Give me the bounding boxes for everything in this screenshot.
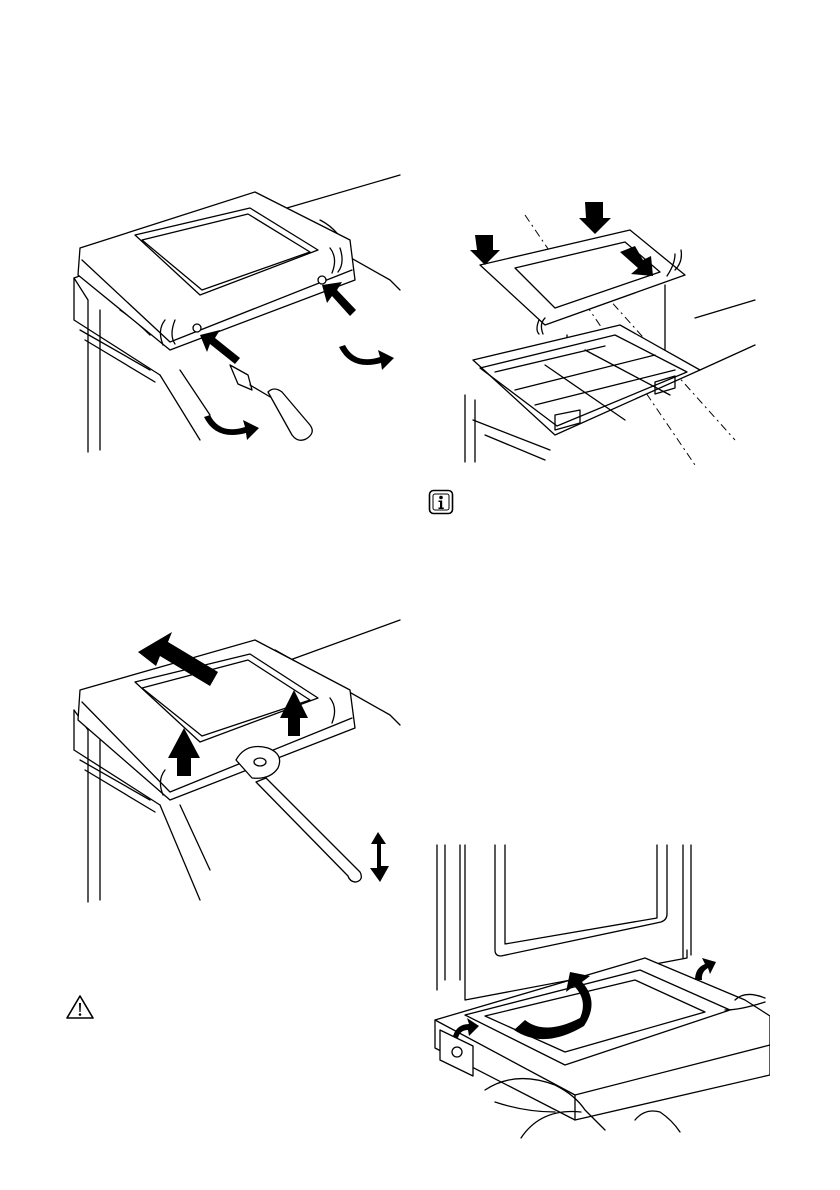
warning-icon	[65, 994, 95, 1020]
remove-drawer-illustration	[425, 840, 770, 1140]
figure-remove-door-screws	[60, 170, 410, 460]
lift-glass-illustration	[60, 610, 410, 910]
info-icon	[428, 489, 454, 515]
figure-remove-drawer	[425, 840, 770, 1140]
figure-lift-door-glass	[60, 610, 410, 910]
insert-glass-illustration	[455, 190, 765, 470]
figure-insert-door-glass	[455, 190, 765, 470]
door-screws-illustration	[60, 170, 410, 460]
